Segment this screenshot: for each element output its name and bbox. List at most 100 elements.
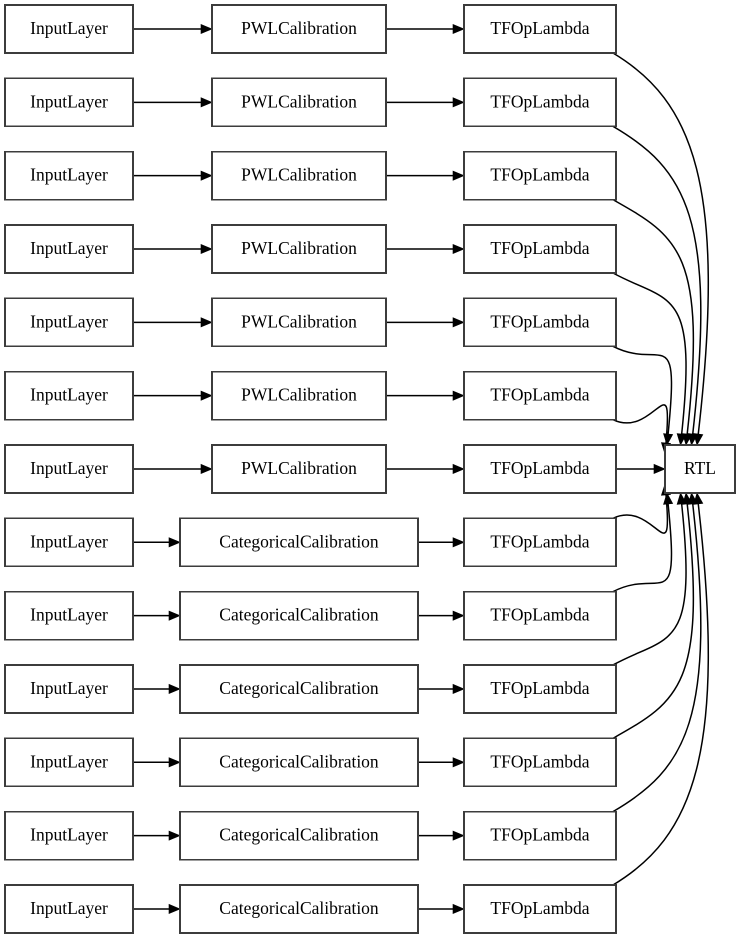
edge-lambda-to-rtl-1	[612, 125, 702, 436]
node-pwl-calibration-5-box	[211, 370, 387, 421]
edge-input-to-calibration-7-arrowhead	[168, 537, 181, 548]
node-rtl-output-box	[664, 444, 736, 494]
node-input-layer-8[interactable]: InputLayer	[4, 590, 134, 641]
node-categorical-calibration-12-box	[179, 884, 419, 934]
node-tfoplambda-9[interactable]: TFOpLambda	[463, 664, 617, 714]
node-tfoplambda-5-box	[463, 370, 617, 421]
edge-lambda-to-rtl-11	[612, 502, 702, 813]
node-pwl-calibration-6-label: PWLCalibration	[241, 458, 357, 478]
node-tfoplambda-7-label: TFOpLambda	[490, 531, 589, 551]
node-input-layer-0-box	[4, 4, 134, 54]
node-pwl-calibration-6-box	[211, 444, 387, 494]
node-tfoplambda-4[interactable]: TFOpLambda	[463, 297, 617, 348]
node-input-layer-4[interactable]: InputLayer	[4, 297, 134, 348]
node-input-layer-2-label: InputLayer	[30, 165, 108, 185]
node-input-layer-2[interactable]: InputLayer	[4, 150, 134, 201]
node-tfoplambda-0-box	[463, 4, 617, 54]
edge-calibration-to-lambda-0-arrowhead	[452, 23, 465, 35]
edge-input-to-calibration-0-arrowhead	[200, 23, 213, 35]
edge-calibration-to-lambda-5-arrowhead	[452, 390, 465, 401]
edge-lambda-to-rtl-12	[612, 502, 710, 886]
node-input-layer-7[interactable]: InputLayer	[4, 517, 134, 568]
node-input-layer-6[interactable]: InputLayer	[4, 444, 134, 494]
edge-lambda-to-rtl-8-arrowhead	[663, 492, 674, 505]
node-input-layer-8-box	[4, 590, 134, 641]
node-categorical-calibration-11[interactable]: CategoricalCalibration	[179, 810, 419, 861]
edge-calibration-to-lambda-2-arrowhead	[452, 170, 465, 181]
node-tfoplambda-10[interactable]: TFOpLambda	[463, 737, 617, 788]
node-categorical-calibration-10-box	[179, 737, 419, 788]
node-pwl-calibration-1[interactable]: PWLCalibration	[211, 77, 387, 128]
node-tfoplambda-2-box	[463, 150, 617, 201]
edge-calibration-to-lambda-11-arrowhead	[452, 830, 465, 841]
node-input-layer-1-box	[4, 77, 134, 128]
node-pwl-calibration-3[interactable]: PWLCalibration	[211, 224, 387, 274]
edge-calibration-to-lambda-12-arrowhead	[452, 903, 465, 915]
node-pwl-calibration-1-box	[211, 77, 387, 128]
node-tfoplambda-4-box	[463, 297, 617, 348]
edge-input-to-calibration-12-arrowhead	[168, 903, 181, 915]
node-pwl-calibration-4[interactable]: PWLCalibration	[211, 297, 387, 348]
node-categorical-calibration-9[interactable]: CategoricalCalibration	[179, 664, 419, 714]
edge-lambda-to-rtl-9	[612, 502, 687, 666]
node-tfoplambda-11[interactable]: TFOpLambda	[463, 810, 617, 861]
node-categorical-calibration-8[interactable]: CategoricalCalibration	[179, 590, 419, 641]
node-rtl-output[interactable]: RTL	[664, 444, 736, 494]
node-tfoplambda-8[interactable]: TFOpLambda	[463, 590, 617, 641]
edge-calibration-to-lambda-7-arrowhead	[452, 537, 465, 548]
node-input-layer-0-label: InputLayer	[30, 18, 108, 38]
node-categorical-calibration-7[interactable]: CategoricalCalibration	[179, 517, 419, 568]
node-input-layer-12-box	[4, 884, 134, 934]
node-tfoplambda-10-box	[463, 737, 617, 788]
node-input-layer-10-label: InputLayer	[30, 751, 108, 771]
edge-input-to-calibration-1-arrowhead	[200, 97, 213, 108]
edge-input-to-calibration-10-arrowhead	[168, 757, 181, 768]
node-pwl-calibration-5[interactable]: PWLCalibration	[211, 370, 387, 421]
node-input-layer-12[interactable]: InputLayer	[4, 884, 134, 934]
node-tfoplambda-3-box	[463, 224, 617, 274]
node-input-layer-6-label: InputLayer	[30, 458, 108, 478]
node-input-layer-5-label: InputLayer	[30, 385, 108, 405]
edge-input-to-calibration-4-arrowhead	[200, 317, 213, 328]
node-pwl-calibration-3-label: PWLCalibration	[241, 238, 357, 258]
edge-lambda-to-rtl-3-arrowhead	[676, 433, 687, 446]
edge-lambda-to-rtl-7	[612, 493, 669, 534]
node-tfoplambda-2-label: TFOpLambda	[490, 165, 589, 185]
node-pwl-calibration-6[interactable]: PWLCalibration	[211, 444, 387, 494]
node-tfoplambda-6[interactable]: TFOpLambda	[463, 444, 617, 494]
node-categorical-calibration-7-label: CategoricalCalibration	[219, 531, 379, 551]
edges-layer	[133, 23, 710, 915]
node-input-layer-11-box	[4, 810, 134, 861]
node-tfoplambda-5[interactable]: TFOpLambda	[463, 370, 617, 421]
node-tfoplambda-7-box	[463, 517, 617, 568]
edge-calibration-to-lambda-6-arrowhead	[452, 463, 465, 475]
node-pwl-calibration-2[interactable]: PWLCalibration	[211, 150, 387, 201]
node-tfoplambda-12[interactable]: TFOpLambda	[463, 884, 617, 934]
node-input-layer-0[interactable]: InputLayer	[4, 4, 134, 54]
edge-lambda-to-rtl-12-arrowhead	[693, 492, 704, 505]
node-input-layer-3[interactable]: InputLayer	[4, 224, 134, 274]
node-input-layer-10[interactable]: InputLayer	[4, 737, 134, 788]
node-input-layer-3-box	[4, 224, 134, 274]
node-tfoplambda-3[interactable]: TFOpLambda	[463, 224, 617, 274]
edge-input-to-calibration-2-arrowhead	[200, 170, 213, 181]
node-tfoplambda-0[interactable]: TFOpLambda	[463, 4, 617, 54]
node-input-layer-2-box	[4, 150, 134, 201]
edge-calibration-to-lambda-8-arrowhead	[452, 610, 465, 621]
node-tfoplambda-11-label: TFOpLambda	[490, 825, 589, 845]
node-input-layer-5[interactable]: InputLayer	[4, 370, 134, 421]
node-tfoplambda-2[interactable]: TFOpLambda	[463, 150, 617, 201]
node-categorical-calibration-12[interactable]: CategoricalCalibration	[179, 884, 419, 934]
node-tfoplambda-7[interactable]: TFOpLambda	[463, 517, 617, 568]
node-pwl-calibration-0[interactable]: PWLCalibration	[211, 4, 387, 54]
node-input-layer-11[interactable]: InputLayer	[4, 810, 134, 861]
node-tfoplambda-9-label: TFOpLambda	[490, 678, 589, 698]
node-tfoplambda-1[interactable]: TFOpLambda	[463, 77, 617, 128]
node-tfoplambda-6-box	[463, 444, 617, 494]
node-input-layer-1[interactable]: InputLayer	[4, 77, 134, 128]
node-categorical-calibration-12-label: CategoricalCalibration	[219, 898, 379, 918]
node-categorical-calibration-10[interactable]: CategoricalCalibration	[179, 737, 419, 788]
node-input-layer-12-label: InputLayer	[30, 898, 108, 918]
node-input-layer-9[interactable]: InputLayer	[4, 664, 134, 714]
